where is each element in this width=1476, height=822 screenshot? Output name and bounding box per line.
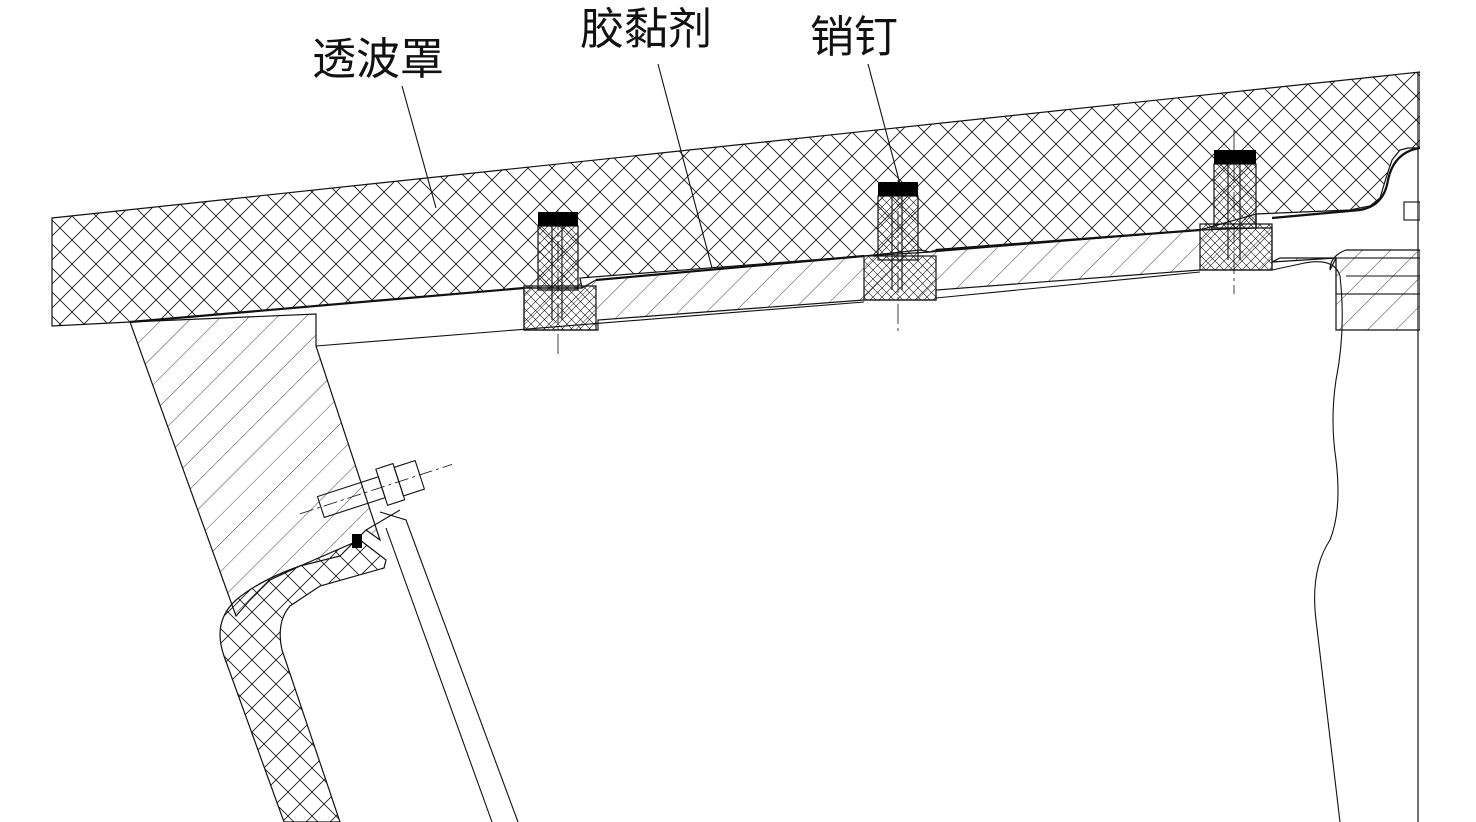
leader-radome [401,85,437,209]
inner-cavity-outline [315,261,1343,822]
leader-adhesive [657,63,713,269]
pin-3 [1199,130,1273,294]
label-pin: 销钉 [810,12,898,63]
pin-2 [863,180,937,332]
bolt-assembly [299,459,453,519]
label-adhesive: 胶黏剂 [580,4,712,55]
seal-block [352,534,362,548]
support-arm [219,539,387,822]
right-fitting [1335,201,1420,295]
pin-1 [523,210,597,354]
slanted-strut [365,509,519,822]
label-radome: 透波罩 [312,34,444,85]
leader-pin [867,63,901,185]
